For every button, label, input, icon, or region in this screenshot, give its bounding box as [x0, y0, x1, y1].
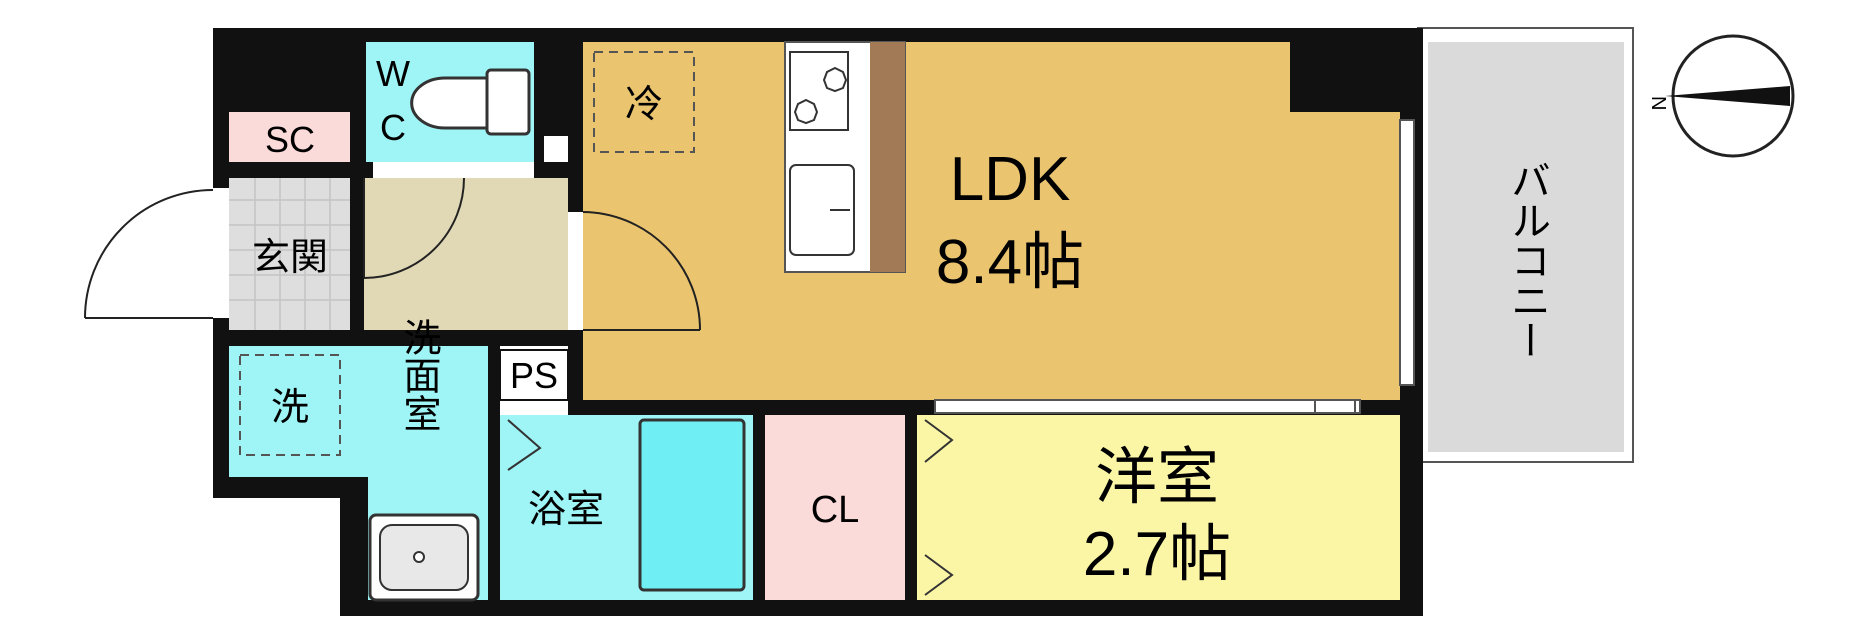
entrance-label: 玄関	[252, 237, 328, 279]
compass-letter: N	[1647, 96, 1669, 110]
ldk-door	[568, 211, 701, 331]
front-door	[84, 188, 229, 319]
hallway	[364, 178, 568, 330]
toilet-label-c: C	[380, 107, 406, 148]
washroom-label: 洗面室	[397, 318, 440, 432]
pipe-space	[499, 349, 569, 401]
shoe-cabinet	[229, 112, 350, 162]
ldk-label: LDK	[950, 145, 1071, 214]
pipe-space-label: PS	[510, 355, 558, 396]
bathtub	[638, 418, 746, 592]
compass: N	[1647, 34, 1795, 158]
closet-label: CL	[811, 489, 860, 531]
ldk-size: 8.4帖	[936, 228, 1084, 297]
windows	[934, 119, 1415, 414]
western-label: 洋室	[1095, 443, 1219, 512]
closet-door-marks	[924, 419, 954, 596]
bath-label: 浴室	[528, 489, 604, 531]
western-size: 2.7帖	[1083, 520, 1231, 589]
washer-space	[239, 354, 341, 456]
western-room	[917, 415, 1400, 600]
hall-door	[363, 177, 465, 279]
refrigerator-space	[593, 51, 695, 153]
entrance	[229, 178, 350, 330]
kitchen-counter	[784, 41, 906, 273]
closet	[765, 415, 905, 600]
ldk-room	[583, 28, 1400, 400]
bath-door-mark	[507, 419, 542, 471]
washer-label: 洗	[271, 387, 309, 429]
balcony	[1417, 27, 1634, 463]
toilet-label-w: W	[376, 53, 410, 94]
shoe-cabinet-label: SC	[265, 119, 315, 160]
toilet-fixture	[410, 68, 531, 136]
refrigerator-label: 冷	[625, 84, 663, 126]
balcony-label: バルコニー	[1505, 160, 1549, 360]
washbasin	[368, 513, 480, 602]
